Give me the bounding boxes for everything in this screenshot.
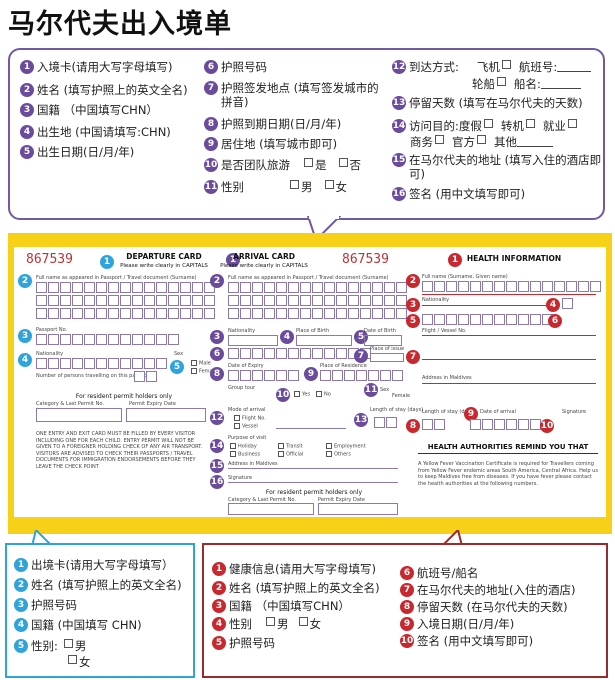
health-remind-heading: HEALTH AUTHORITIES REMIND YOU THAT	[427, 443, 589, 451]
instructions-bubble	[8, 48, 605, 220]
checkbox-icon	[483, 119, 493, 128]
arrival-card-number: 867539	[342, 252, 389, 267]
checkbox-icon	[435, 135, 444, 144]
instruction-12-ship: 轮船船名:	[472, 77, 581, 91]
checkbox-icon	[68, 655, 77, 664]
departure-notes: ONE ENTRY AND EXIT CARD MUST BE FILLED B…	[36, 431, 203, 470]
checkbox-icon	[525, 119, 535, 128]
checkbox-icon	[63, 639, 73, 648]
dep-passport-row[interactable]	[36, 334, 179, 345]
health-remind-text: A Yellow Fever Vaccination Certificate i…	[418, 461, 598, 487]
checkbox-icon	[338, 158, 348, 167]
page-title: 马尔代夫出入境单	[8, 9, 232, 40]
health-name-row1[interactable]	[422, 281, 601, 292]
health-legend-panel	[202, 543, 608, 678]
checkbox-icon	[304, 158, 313, 167]
checkbox-icon	[290, 180, 299, 189]
dep-legend-5b: 女	[66, 655, 91, 669]
dep-name-row1[interactable]	[36, 282, 215, 293]
checkbox-icon	[266, 617, 275, 626]
arr-passport-row[interactable]	[228, 348, 371, 359]
checkbox-icon	[477, 135, 486, 144]
checkbox-icon	[497, 77, 506, 86]
instruction-14b: 商务官方其他	[410, 135, 553, 149]
health-passport-row[interactable]	[422, 314, 553, 325]
arr-name-row1[interactable]	[228, 282, 407, 293]
checkbox-icon	[501, 60, 511, 69]
arr-name-row3[interactable]	[228, 308, 407, 319]
dep-name-row3[interactable]	[36, 308, 215, 319]
departure-card-number: 867539	[26, 252, 73, 267]
health-info-title: HEALTH INFORMATION	[466, 254, 562, 263]
checkbox-icon	[298, 617, 308, 626]
checkbox-icon	[324, 180, 334, 189]
checkbox-icon	[567, 119, 577, 128]
dep-name-row2[interactable]	[36, 295, 215, 306]
departure-legend-panel	[5, 543, 195, 678]
arr-name-row2[interactable]	[228, 295, 407, 306]
dep-nationality-row[interactable]	[36, 358, 167, 369]
